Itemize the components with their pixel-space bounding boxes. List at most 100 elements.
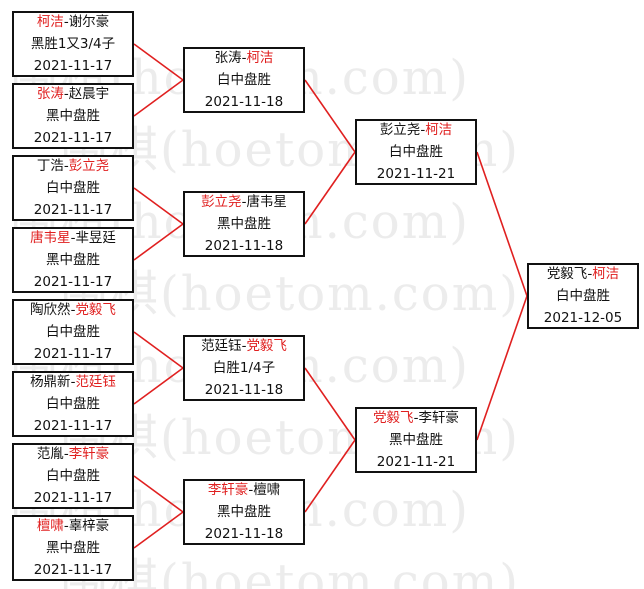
match-date: 2021-11-17 xyxy=(33,58,113,74)
player-white: 芈昱廷 xyxy=(75,230,116,246)
player-white: 檀啸 xyxy=(253,482,281,498)
player-white: 唐韦星 xyxy=(246,194,287,210)
connector-line xyxy=(476,295,528,441)
match-players: 杨鼎新-范廷钰 xyxy=(30,371,116,393)
connector-line xyxy=(133,475,184,513)
match-players: 李轩豪-檀啸 xyxy=(208,479,280,501)
round1-match-6: 杨鼎新-范廷钰白中盘胜 2021-11-17 xyxy=(12,371,134,437)
player-white: 赵晨宇 xyxy=(68,86,110,102)
connector-line xyxy=(304,439,356,513)
match-result: 黑中盘胜 xyxy=(46,108,100,124)
round1-match-7: 范胤-李轩豪白中盘胜 2021-11-17 xyxy=(12,443,134,509)
player-separator: - xyxy=(63,158,69,174)
connector-line xyxy=(133,43,184,81)
round2-match-2: 彭立尧-唐韦星黑中盘胜 2021-11-18 xyxy=(183,191,305,257)
match-result: 白胜1/4子 xyxy=(212,360,276,376)
player-separator: - xyxy=(63,14,69,30)
match-date: 2021-11-18 xyxy=(204,382,284,398)
match-result: 黑中盘胜 xyxy=(217,216,271,232)
match-players: 范廷钰-党毅飞 xyxy=(201,335,287,357)
match-result: 白中盘胜 xyxy=(46,180,100,196)
player-black: 唐韦星 xyxy=(30,230,71,246)
player-white: 党毅飞 xyxy=(246,338,287,354)
match-result: 白中盘胜 xyxy=(556,288,610,304)
round1-match-5: 陶欣然-党毅飞白中盘胜 2021-11-17 xyxy=(12,299,134,365)
match-result: 白中盘胜 xyxy=(389,144,443,160)
match-date: 2021-11-18 xyxy=(204,526,284,542)
match-result: 白中盘胜 xyxy=(46,468,100,484)
player-black: 丁浩 xyxy=(36,158,64,174)
match-result: 白中盘胜 xyxy=(46,324,100,340)
match-date: 2021-11-17 xyxy=(33,130,113,146)
match-date: 2021-11-17 xyxy=(33,490,113,506)
player-black: 杨鼎新 xyxy=(30,374,71,390)
match-date: 2021-11-17 xyxy=(33,274,113,290)
connector-line xyxy=(133,223,184,261)
player-white: 柯洁 xyxy=(425,122,453,138)
match-date: 2021-11-17 xyxy=(33,562,113,578)
match-date: 2021-11-18 xyxy=(204,94,284,110)
match-players: 陶欣然-党毅飞 xyxy=(30,299,116,321)
player-black: 陶欣然 xyxy=(30,302,71,318)
connector-line xyxy=(133,187,184,225)
round3-match-1: 彭立尧-柯洁白中盘胜 2021-11-21 xyxy=(355,119,477,185)
player-separator: - xyxy=(241,194,247,210)
match-date: 2021-11-17 xyxy=(33,418,113,434)
connector-line xyxy=(133,331,184,369)
player-white: 党毅飞 xyxy=(75,302,116,318)
player-black: 檀啸 xyxy=(36,518,64,534)
connector-line xyxy=(304,367,356,441)
match-players: 檀啸-辜梓豪 xyxy=(37,515,109,537)
connector-line xyxy=(476,151,528,297)
player-separator: - xyxy=(70,230,76,246)
connector-line xyxy=(133,511,184,549)
match-result: 白中盘胜 xyxy=(46,396,100,412)
player-separator: - xyxy=(241,338,247,354)
player-separator: - xyxy=(248,482,254,498)
match-date: 2021-12-05 xyxy=(543,310,623,326)
player-black: 党毅飞 xyxy=(546,266,588,282)
match-result: 黑胜1又3/4子 xyxy=(30,36,116,52)
match-date: 2021-11-18 xyxy=(204,238,284,254)
match-players: 党毅飞-李轩豪 xyxy=(373,407,459,429)
player-black: 范廷钰 xyxy=(201,338,242,354)
player-white: 李轩豪 xyxy=(418,410,459,426)
player-white: 柯洁 xyxy=(246,50,274,66)
match-players: 丁浩-彭立尧 xyxy=(37,155,109,177)
player-white: 柯洁 xyxy=(592,266,620,282)
player-black: 李轩豪 xyxy=(207,482,249,498)
connector-line xyxy=(133,367,184,405)
final-match-1: 党毅飞-柯洁白中盘胜 2021-12-05 xyxy=(527,263,639,329)
player-separator: - xyxy=(63,518,69,534)
player-black: 柯洁 xyxy=(36,14,64,30)
match-players: 党毅飞-柯洁 xyxy=(547,263,619,285)
match-players: 彭立尧-柯洁 xyxy=(380,119,452,141)
match-players: 范胤-李轩豪 xyxy=(37,443,109,465)
round1-match-8: 檀啸-辜梓豪黑中盘胜 2021-11-17 xyxy=(12,515,134,581)
match-date: 2021-11-17 xyxy=(33,346,113,362)
connector-line xyxy=(304,151,356,225)
player-white: 彭立尧 xyxy=(68,158,110,174)
match-players: 彭立尧-唐韦星 xyxy=(201,191,287,213)
player-black: 张涛 xyxy=(36,86,64,102)
match-date: 2021-11-21 xyxy=(376,166,456,182)
player-white: 辜梓豪 xyxy=(68,518,110,534)
round1-match-2: 张涛-赵晨宇黑中盘胜 2021-11-17 xyxy=(12,83,134,149)
player-separator: - xyxy=(70,374,76,390)
player-black: 党毅飞 xyxy=(373,410,414,426)
player-black: 彭立尧 xyxy=(201,194,242,210)
player-black: 范胤 xyxy=(36,446,64,462)
player-white: 范廷钰 xyxy=(75,374,116,390)
player-separator: - xyxy=(413,410,419,426)
match-result: 黑中盘胜 xyxy=(46,540,100,556)
player-separator: - xyxy=(63,86,69,102)
player-separator: - xyxy=(587,266,593,282)
player-separator: - xyxy=(241,50,247,66)
